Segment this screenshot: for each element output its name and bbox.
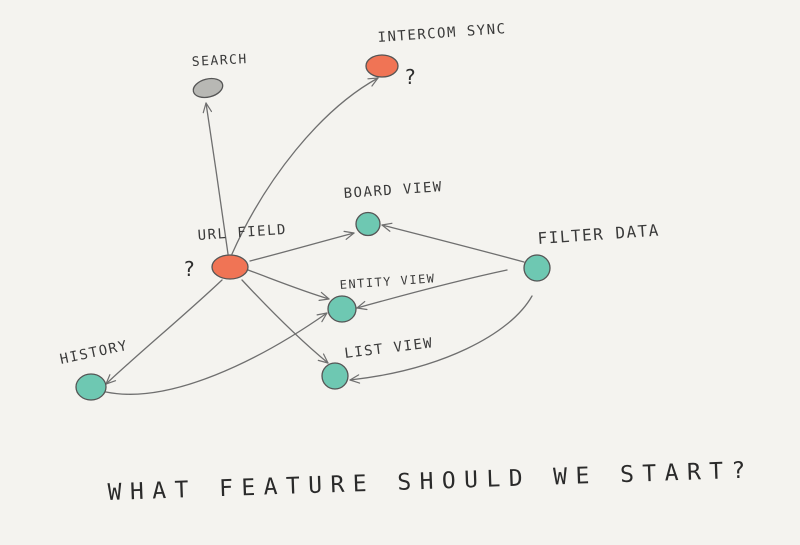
node-history (75, 373, 107, 401)
edge-filter-data-to-entity-view (356, 269, 508, 311)
edge-url-field-to-entity-view (247, 269, 330, 301)
edge-url-field-to-history (105, 279, 223, 385)
edge-history-to-entity-view (105, 312, 328, 395)
edge-url-field-to-board-view (249, 230, 355, 262)
label-history: HISTORY (59, 338, 130, 368)
edge-url-field-to-intercom-sync (231, 77, 379, 255)
node-filter-data (523, 254, 551, 282)
question-mark-url-field: ? (184, 257, 195, 281)
nodes (75, 54, 551, 401)
edge-filter-data-to-board-view (381, 222, 525, 263)
label-list-view: LIST VIEW (344, 335, 435, 362)
label-search: SEARCH (191, 52, 248, 70)
node-board-view (355, 211, 381, 237)
node-url-field (211, 254, 249, 280)
question-title: WHAT FEATURE SHOULD WE START? (107, 458, 748, 506)
label-entity-view: ENTITY VIEW (339, 271, 436, 292)
node-entity-view (327, 295, 357, 323)
edge-url-field-to-list-view (241, 279, 329, 364)
node-search (192, 77, 224, 99)
question-mark-intercom-sync: ? (405, 65, 416, 89)
edge-url-field-to-search (202, 102, 229, 255)
label-intercom-sync: INTERCOM SYNC (377, 21, 507, 46)
edges (105, 77, 533, 395)
node-list-view (321, 362, 349, 390)
label-filter-data: FILTER DATA (537, 220, 660, 247)
node-intercom-sync (365, 54, 399, 78)
edge-filter-data-to-list-view (349, 295, 533, 384)
label-url-field: URL FIELD (197, 222, 287, 244)
label-board-view: BOARD VIEW (343, 179, 443, 202)
labels: SEARCH INTERCOM SYNC ? BOARD VIEW URL FI… (59, 21, 661, 368)
